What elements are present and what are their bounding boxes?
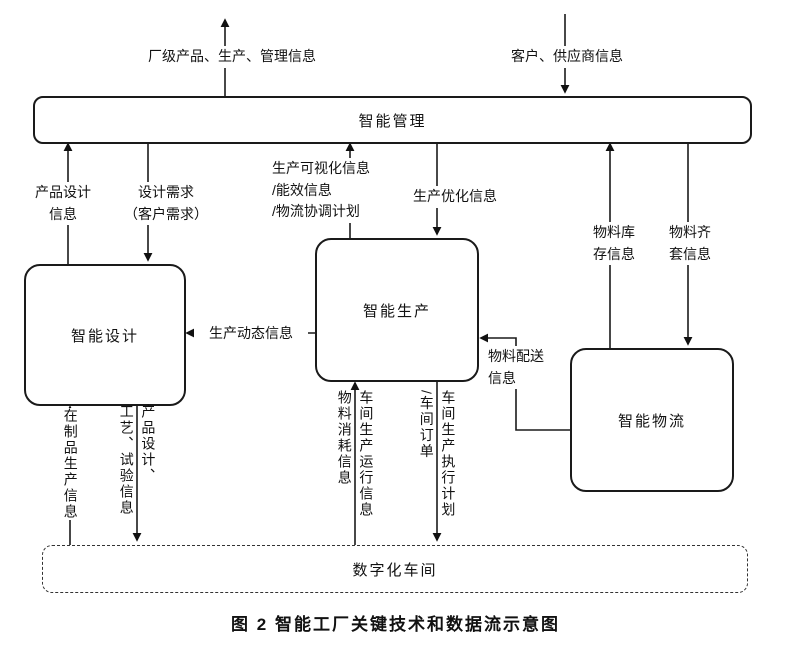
node-smart-logistics-label: 智能物流: [617, 412, 686, 430]
label-material-delivery-info: 物料配送 信息: [486, 346, 562, 390]
label-production-optimization-info: 生产优化信息: [398, 186, 512, 208]
label-production-visual-info: 生产可视化信息 /能效信息 /物流协调计划: [270, 158, 408, 224]
label-product-design-process-test-info: 产品设计、 工艺、试验信息: [118, 404, 157, 516]
node-smart-management: 智能管理: [33, 96, 752, 144]
label-material-kitting-info: 物料齐 套信息: [656, 222, 724, 266]
figure-caption: 图 2 智能工厂关键技术和数据流示意图: [231, 615, 560, 634]
label-workshop-operation-material-info: 车间生产运行信息 物料消耗信息: [336, 390, 375, 518]
label-production-dynamic-info: 生产动态信息: [194, 323, 308, 345]
node-digital-workshop-label: 数字化车间: [352, 561, 438, 579]
node-smart-production: 智能生产: [315, 238, 479, 382]
node-smart-logistics: 智能物流: [570, 348, 734, 492]
node-smart-design-label: 智能设计: [70, 327, 139, 345]
label-customer-supplier-info: 客户、供应商信息: [483, 46, 651, 68]
label-design-requirement: 设计需求 （客户需求）: [100, 182, 232, 226]
label-material-inventory-info: 物料库 存信息: [580, 222, 648, 266]
label-product-design-info: 产品设计 信息: [16, 182, 110, 226]
label-workshop-execution-plan-order: 车间生产执行计划 /车间订单: [418, 390, 457, 518]
node-smart-production-label: 智能生产: [362, 302, 431, 320]
node-smart-design: 智能设计: [24, 264, 186, 406]
node-digital-workshop: 数字化车间: [42, 545, 748, 593]
label-wip-production-info: 在制品生产信息: [59, 408, 81, 520]
label-factory-info: 厂级产品、生产、管理信息: [108, 46, 356, 68]
node-smart-management-label: 智能管理: [358, 112, 427, 130]
